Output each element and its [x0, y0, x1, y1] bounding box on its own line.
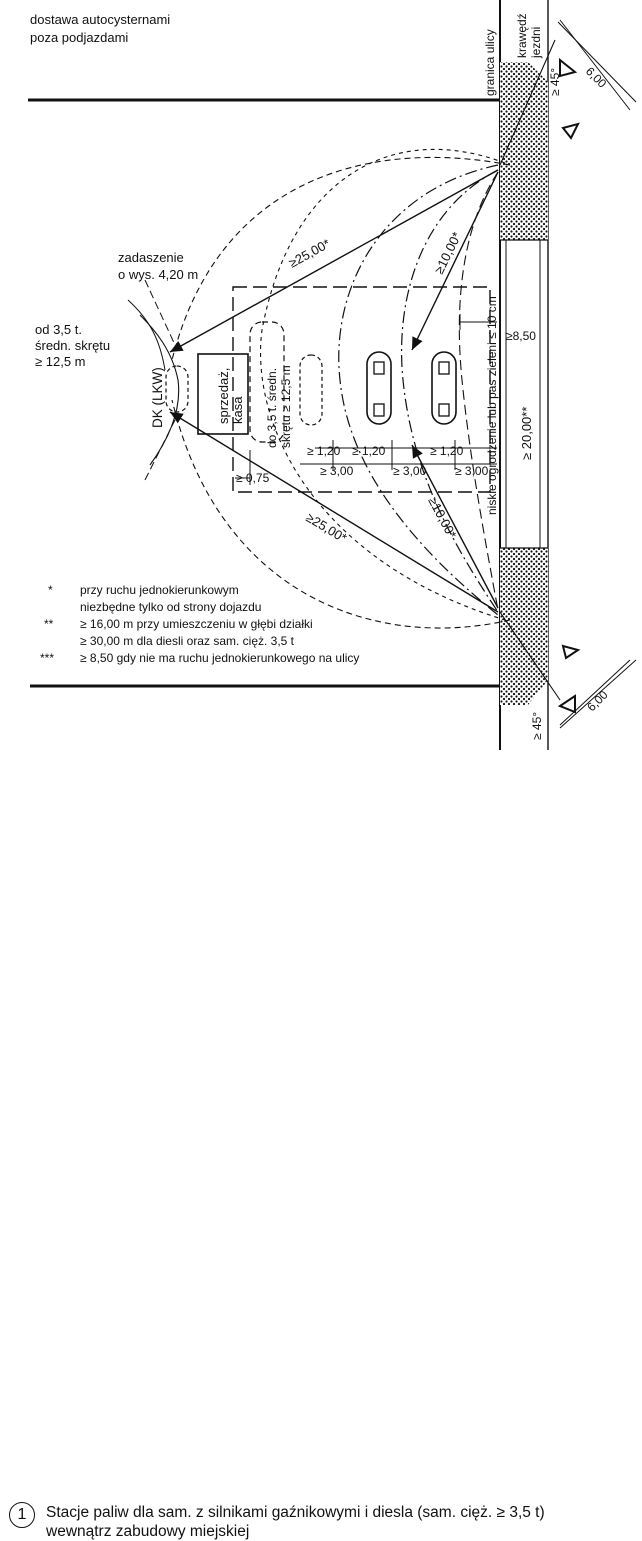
dim-25-bottom: ≥25,00* — [303, 510, 349, 546]
turning-arc-lower — [171, 399, 511, 629]
dim-45-top: ≥ 45° — [548, 68, 562, 96]
dim-300-b: ≥ 3,00 — [393, 464, 427, 478]
direction-triangle-1 — [559, 57, 578, 78]
label-road-edge-1: krawędź — [515, 13, 529, 58]
dim-line-10-top — [411, 171, 499, 351]
sidewalk-lower — [500, 548, 548, 705]
dim-120-c: ≥ 1,20 — [430, 444, 464, 458]
label-truck-3: ≥ 12,5 m — [35, 354, 86, 369]
label-street-boundary: granica ulicy — [483, 29, 497, 96]
label-small-vehicle-1: do 3,5 t. średn. — [265, 368, 279, 448]
site-plan: dostawa autocysternami poza podjazdami g… — [28, 0, 637, 750]
label-dk: DK (LKW) — [150, 367, 165, 428]
note-mark-3: ** — [44, 617, 54, 631]
note-text-4: ≥ 30,00 m dla diesli oraz sam. cięż. 3,5… — [80, 634, 295, 648]
label-canopy-1: zadaszenie — [118, 250, 184, 265]
note-text-3: ≥ 16,00 m przy umieszczeniu w głębi dzia… — [80, 617, 313, 631]
notes-block: * przy ruchu jednokierunkowym niezbędne … — [40, 583, 359, 665]
note-text-1: przy ruchu jednokierunkowym — [80, 583, 239, 597]
canopy-outline — [232, 286, 491, 493]
figure-number: 1 — [9, 1502, 35, 1528]
label-truck-1: od 3,5 t. — [35, 322, 82, 337]
note-mark-5: *** — [40, 651, 54, 665]
pump-island-1 — [366, 351, 392, 425]
dim-line-10-bottom — [411, 444, 499, 609]
dim-line-25-top — [169, 169, 499, 353]
label-sales-2: kasa — [230, 396, 245, 424]
note-text-2: niezbędne tylko od strony dojazdu — [80, 600, 261, 614]
dim-075: ≥ 0,75 — [236, 471, 270, 485]
dim-20: ≥ 20,00** — [519, 407, 534, 460]
direction-triangle-3 — [561, 644, 581, 660]
dim-line-25-bottom — [169, 411, 499, 613]
label-fence: niskie ogrodzenie lub pas zieleni ≤ 10 c… — [485, 296, 499, 515]
label-delivery-1: dostawa autocysternami — [30, 12, 170, 27]
caption-line-2: wewnątrz zabudowy miejskiej — [46, 1523, 250, 1540]
figure-caption: 1 Stacje paliw dla sam. z silnikami gaźn… — [0, 750, 642, 1540]
island-dashed-1 — [249, 321, 285, 443]
turning-arc-upper — [171, 156, 511, 361]
sidewalk-upper — [500, 62, 548, 240]
dim-10-bottom: ≥10,00* — [425, 494, 459, 541]
label-canopy-2: o wys. 4,20 m — [118, 267, 198, 282]
dim-600-bottom: 6,00 — [584, 687, 611, 714]
label-delivery-2: poza podjazdami — [30, 30, 128, 45]
direction-triangle-2 — [561, 122, 580, 140]
island-dk — [165, 365, 189, 413]
lane-curve-2 — [400, 169, 499, 613]
dim-120-b: ≥ 1,20 — [352, 444, 386, 458]
label-road-edge-2: jezdni — [529, 27, 543, 59]
direction-triangle-4 — [557, 694, 576, 714]
lane-curve-1 — [338, 164, 499, 616]
dim-300-c: ≥ 3,00 — [455, 464, 489, 478]
dim-300-a: ≥ 3,00 — [320, 464, 354, 478]
pump-island-2 — [431, 351, 457, 425]
diagram-canvas: dostawa autocysternami poza podjazdami g… — [28, 0, 637, 750]
label-small-vehicle-2: skrętu ≥ 12,5 m — [279, 365, 293, 448]
dim-850: ≥8,50 — [506, 329, 536, 343]
caption-line-1: Stacje paliw dla sam. z silnikami gaźnik… — [46, 1504, 545, 1521]
sales-kiosk — [197, 353, 249, 435]
label-truck-2: średn. skrętu — [35, 338, 110, 353]
dim-45-bottom: ≥ 45° — [530, 712, 544, 740]
island-dashed-2 — [299, 354, 323, 426]
label-sales-1: sprzedaż, — [216, 368, 231, 424]
note-mark-1: * — [48, 583, 53, 597]
note-text-5: ≥ 8,50 gdy nie ma ruchu jednokierunkoweg… — [80, 651, 359, 665]
dim-600-top: 6,00 — [583, 64, 610, 91]
dim-120-a: ≥ 1,20 — [307, 444, 341, 458]
